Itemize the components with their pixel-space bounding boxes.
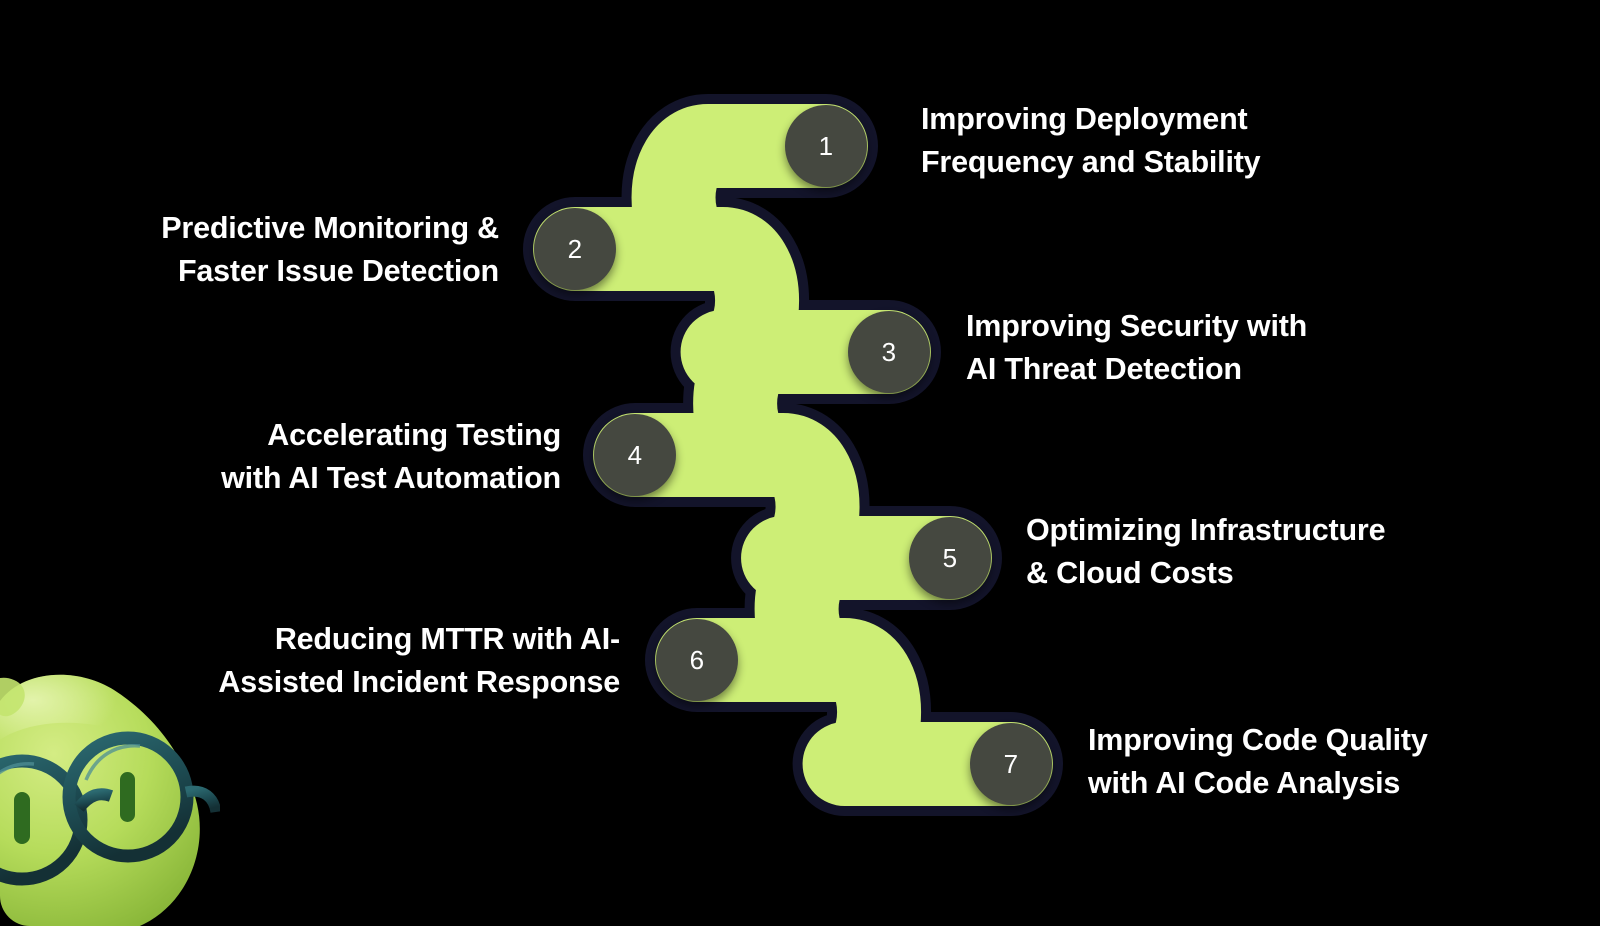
step-node-3[interactable]: 3 <box>848 311 930 393</box>
step-node-number: 4 <box>627 440 643 470</box>
step-label-5: Optimizing Infrastructure & Cloud Costs <box>1026 513 1386 591</box>
step-node-1[interactable]: 1 <box>785 105 867 187</box>
step-label-2: Predictive Monitoring & Faster Issue Det… <box>161 211 499 289</box>
step-node-number: 3 <box>881 337 897 367</box>
step-label-1: Improving Deployment Frequency and Stabi… <box>921 102 1261 180</box>
step-label-6: Reducing MTTR with AI- Assisted Incident… <box>218 622 620 700</box>
green-blob-mascot-with-glasses-icon <box>0 674 220 926</box>
step-node-2[interactable]: 2 <box>534 208 616 290</box>
mascot-eyes <box>14 772 135 844</box>
step-node-number: 5 <box>942 543 958 573</box>
mascot-glasses-icon <box>0 731 220 886</box>
mascot-glasses-highlight <box>0 744 141 781</box>
step-node-7[interactable]: 7 <box>970 723 1052 805</box>
step-node-6[interactable]: 6 <box>656 619 738 701</box>
step-label-4: Accelerating Testing with AI Test Automa… <box>221 418 561 496</box>
step-node-number: 7 <box>1003 749 1019 779</box>
step-node-5[interactable]: 5 <box>909 517 991 599</box>
step-node-4[interactable]: 4 <box>594 414 676 496</box>
step-node-number: 1 <box>818 131 834 161</box>
step-label-7: Improving Code Quality with AI Code Anal… <box>1088 723 1428 801</box>
step-node-number: 2 <box>567 234 583 264</box>
step-node-number: 6 <box>689 645 705 675</box>
step-label-3: Improving Security with AI Threat Detect… <box>966 309 1308 387</box>
